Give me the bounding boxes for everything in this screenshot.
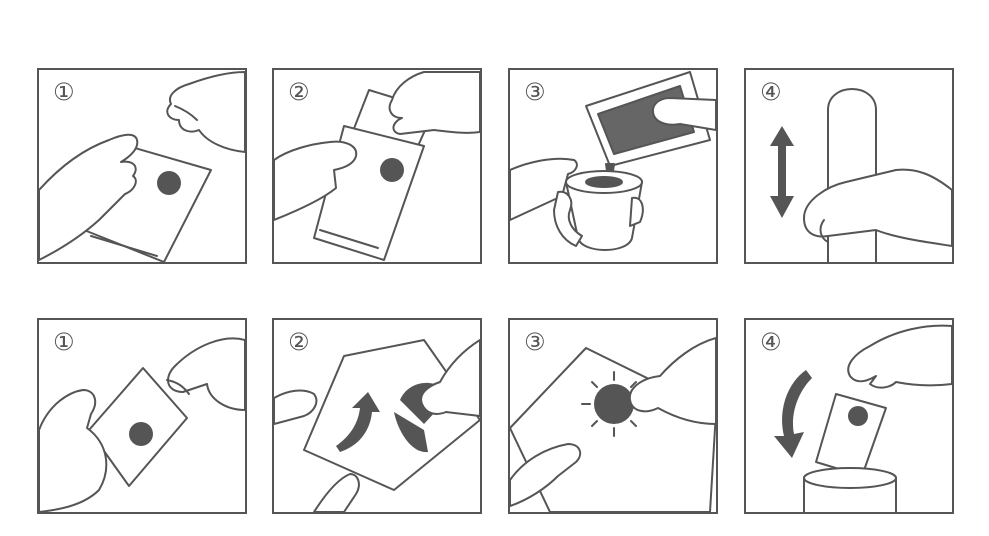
row1-step1-panel: ① [37,68,247,264]
hand-icon [166,71,245,153]
step-number: ③ [524,328,546,356]
double-arrow-icon [770,126,794,218]
shake-tube-illustration [770,88,952,262]
hand-icon [39,389,108,512]
cup-icon [565,170,643,251]
open-sachet-illustration [39,337,245,512]
hand-icon [274,389,318,425]
dot-icon [848,406,868,426]
row2-step4-panel: ④ [744,318,954,514]
hand-icon [274,140,358,221]
peel-pad-illustration [274,339,480,512]
row1-step3-panel: ③ [508,68,718,264]
row1-step4-panel: ④ [744,68,954,264]
cup-icon [803,467,897,512]
hand-icon [510,443,582,507]
discard-sachet-illustration [774,324,952,512]
sachet-icon [303,339,480,491]
step-number: ④ [760,78,782,106]
apply-pad-illustration [510,337,716,512]
hand-icon [510,157,578,221]
hand-icon [388,71,480,135]
hand-icon [167,337,245,411]
hand-icon [313,473,360,512]
remove-pad-illustration [274,71,480,261]
dot-icon [157,171,181,195]
hand-icon [803,168,952,247]
step-number: ① [53,78,75,106]
curved-arrow-icon [336,392,380,452]
step-number: ③ [524,78,546,106]
step-number: ② [288,328,310,356]
pour-liquid-illustration [510,71,716,251]
step-number: ② [288,78,310,106]
hand-icon [847,324,952,389]
hand-icon [652,97,716,131]
dot-icon [129,422,153,446]
tear-sachet-illustration [39,71,245,262]
dot-icon [380,158,404,182]
row2-step3-panel: ③ [508,318,718,514]
hand-icon [628,337,716,425]
curved-arrow-icon [774,370,812,458]
sachet-icon [815,393,887,477]
hand-icon [553,190,583,247]
hand-icon [420,339,480,417]
row2-step2-panel: ② [272,318,482,514]
sachet-icon [88,367,188,487]
step-number: ① [53,328,75,356]
row2-step1-panel: ① [37,318,247,514]
row1-step2-panel: ② [272,68,482,264]
hand-icon [39,133,139,261]
step-number: ④ [760,328,782,356]
